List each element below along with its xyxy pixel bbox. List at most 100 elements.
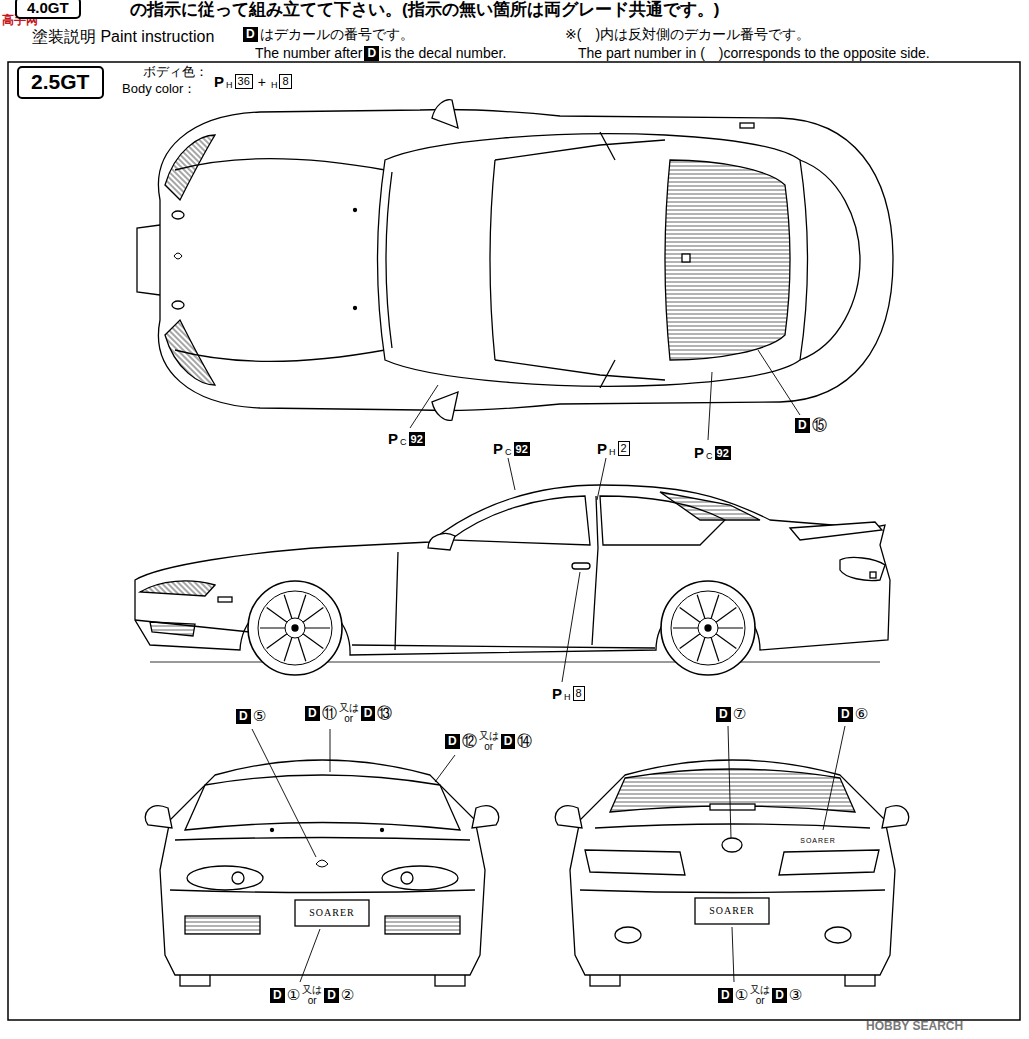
body-color-text: ボディ色：	[143, 65, 208, 80]
label-group: The part number in ( )corresponds to the…	[578, 45, 930, 61]
plus-sign: +	[255, 74, 269, 90]
decal-mark: D	[445, 734, 460, 749]
paint-series: C	[706, 451, 713, 461]
decal-number: ③	[789, 987, 802, 1004]
note-text: The number after	[255, 45, 362, 61]
paint-number: 2	[618, 441, 630, 456]
plate-text: SOARER	[309, 907, 354, 919]
note-text: はデカールの番号です。	[260, 26, 414, 42]
label-group: PC92	[694, 444, 731, 461]
paint-series: H	[564, 692, 571, 702]
section-title: 塗装説明 Paint instruction	[32, 28, 214, 46]
label-group: PC92	[388, 430, 425, 447]
or-word: 又は	[750, 985, 770, 996]
label-group: D⑤	[236, 708, 266, 725]
paint-prefix: P	[597, 440, 607, 457]
label-group: ボディ色：	[143, 65, 208, 80]
paint-number: 8	[573, 686, 585, 701]
label-group: PC92	[493, 440, 530, 457]
label-group: D⑮	[795, 417, 827, 434]
decal-number: ⑬	[377, 705, 392, 722]
paint-series: H	[226, 80, 233, 90]
frame	[8, 62, 1020, 1020]
decal-number: ①	[735, 987, 748, 1004]
note-text: is the decal number.	[381, 45, 506, 61]
decal-mark: D	[270, 988, 285, 1003]
note-text: The part number in ( )corresponds to the…	[578, 45, 930, 61]
decal-mark: D	[305, 706, 320, 721]
or-word: or	[308, 996, 317, 1007]
paint-prefix: P	[493, 440, 503, 457]
decal-number: ①	[287, 987, 300, 1004]
or-stack: 又はor	[339, 703, 359, 724]
label-group: SOARER	[309, 907, 354, 919]
decal-mark: D	[324, 988, 339, 1003]
decal-mark: D	[838, 707, 853, 722]
paint-number: 92	[514, 442, 530, 456]
label-group: D⑫又はorD⑭	[445, 731, 532, 752]
front-view	[145, 760, 499, 986]
decal-number: ⑭	[517, 733, 532, 750]
side-view	[135, 485, 890, 675]
or-word: or	[484, 742, 493, 753]
paint-series: C	[505, 447, 512, 457]
or-stack: 又はor	[479, 731, 499, 752]
label-group: Dはデカールの番号です。	[243, 26, 414, 42]
decal-number: ⑪	[322, 705, 337, 722]
label-group: D⑦	[716, 706, 746, 723]
label-group: PH2	[597, 440, 630, 457]
label-group: D⑪又はorD⑬	[305, 703, 392, 724]
paint-series: C	[400, 437, 407, 447]
or-stack: 又はor	[302, 985, 322, 1006]
paint-number: 8	[279, 74, 291, 89]
grade-box: 4.0GT	[15, 0, 81, 19]
decal-mark: D	[501, 734, 516, 749]
label-group: の指示に従って組み立てて下さい。(指示の無い箇所は両グレード共通です。)	[130, 0, 719, 20]
trunk-badge: SOARER	[800, 837, 836, 845]
decal-mark: D	[718, 988, 733, 1003]
label-group: D⑥	[838, 706, 868, 723]
label-group: SOARER	[800, 837, 836, 845]
top-view	[137, 100, 893, 421]
decal-mark: D	[243, 27, 258, 42]
paint-prefix: P	[388, 430, 398, 447]
label-group: D①又はorD③	[718, 985, 802, 1006]
body-color-text: Body color：	[122, 82, 196, 97]
decal-number: ⑮	[812, 417, 827, 434]
decal-mark: D	[361, 706, 376, 721]
paint-number: 36	[235, 74, 253, 89]
decal-number: ⑫	[462, 733, 477, 750]
header-note: の指示に従って組み立てて下さい。(指示の無い箇所は両グレード共通です。)	[130, 0, 719, 20]
label-group: SOARER	[709, 905, 754, 917]
decal-mark: D	[364, 46, 379, 61]
label-group: Body color：	[122, 82, 196, 97]
paint-prefix: P	[694, 444, 704, 461]
label-group: HOBBY SEARCH	[866, 1020, 963, 1034]
note-text: ※( )内は反対側のデカール番号です。	[565, 26, 810, 42]
decal-mark: D	[772, 988, 787, 1003]
grade-label: 2.5GT	[31, 70, 90, 94]
decal-number: ⑤	[253, 708, 266, 725]
or-word: 又は	[479, 731, 499, 742]
decal-number: ②	[341, 987, 354, 1004]
or-word: or	[756, 996, 765, 1007]
or-word: 又は	[339, 703, 359, 714]
paint-prefix: P	[552, 685, 562, 702]
decal-number: ⑦	[733, 706, 746, 723]
label-group: D①又はorD②	[270, 985, 354, 1006]
watermark: HOBBY SEARCH	[866, 1020, 963, 1034]
decal-number: ⑥	[855, 706, 868, 723]
label-group: ※( )内は反対側のデカール番号です。	[565, 26, 810, 42]
label-group: The number afterDis the decal number.	[255, 45, 506, 61]
grade-label: 4.0GT	[27, 0, 69, 16]
or-word: or	[344, 714, 353, 725]
plate-text: SOARER	[709, 905, 754, 917]
decal-mark: D	[795, 418, 810, 433]
or-stack: 又はor	[750, 985, 770, 1006]
paint-number: 92	[715, 446, 731, 460]
rear-view	[555, 760, 909, 986]
decal-mark: D	[236, 709, 251, 724]
paint-number: 92	[409, 432, 425, 446]
